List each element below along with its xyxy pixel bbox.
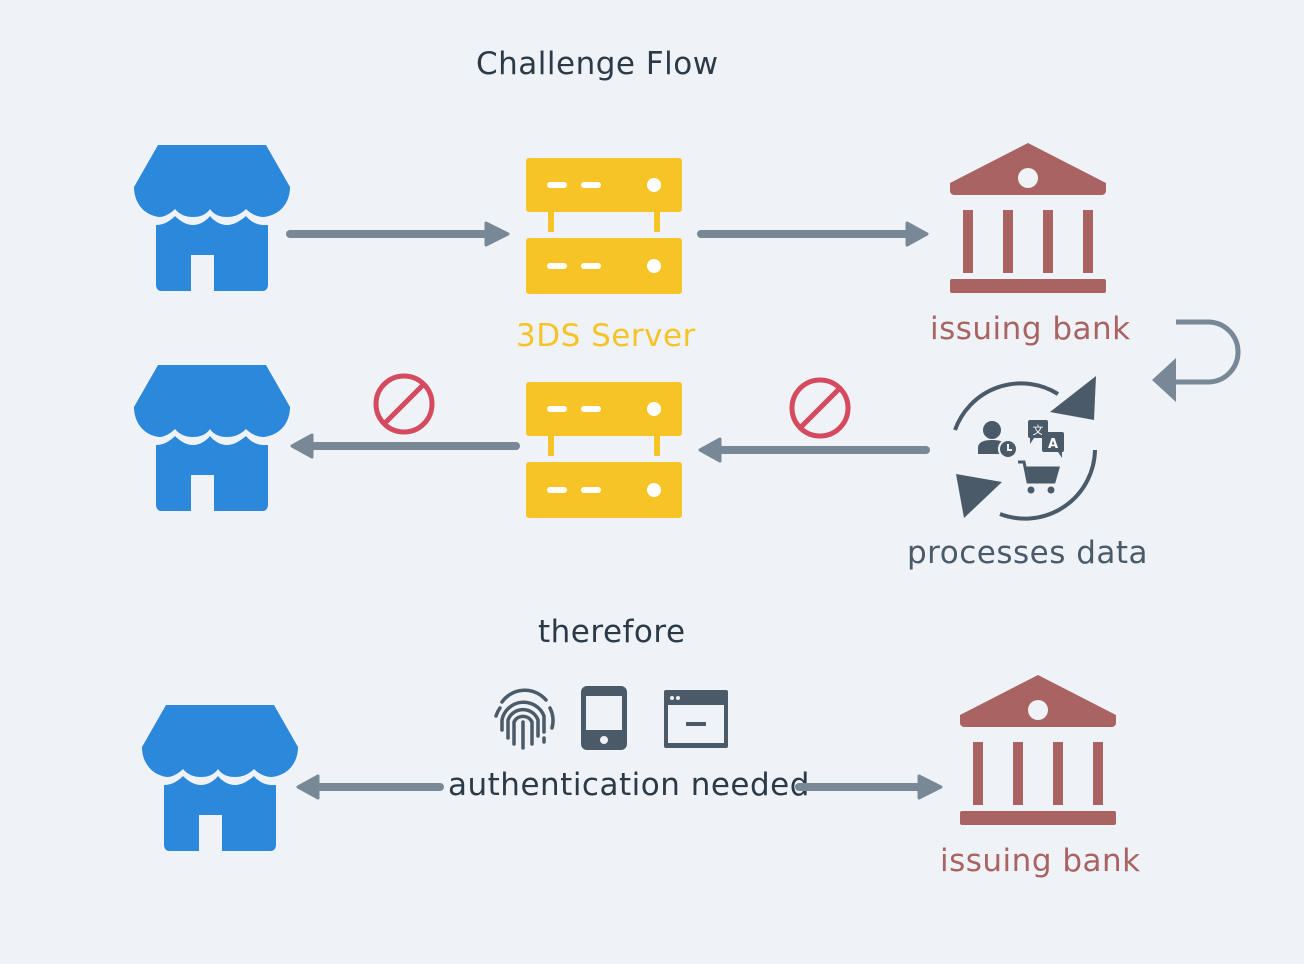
bank-label-top: issuing bank bbox=[930, 311, 1131, 347]
mobile-phone-icon bbox=[581, 686, 627, 750]
return-arrow-icon bbox=[1152, 319, 1241, 402]
arrow-right bbox=[697, 221, 929, 247]
processes-label: processes data bbox=[907, 535, 1149, 571]
arrow-right bbox=[795, 774, 943, 800]
arrow-left bbox=[296, 774, 444, 800]
store-icon bbox=[134, 365, 290, 511]
bank-label-bottom: issuing bank bbox=[940, 843, 1141, 879]
prohibited-icon bbox=[789, 377, 851, 439]
server-label: 3DS Server bbox=[516, 318, 696, 354]
arrow-left bbox=[698, 437, 930, 463]
arrow-right bbox=[286, 221, 510, 247]
browser-window-icon bbox=[664, 690, 728, 748]
store-icon bbox=[142, 705, 298, 851]
fingerprint-icon bbox=[494, 688, 555, 750]
bank-icon bbox=[950, 143, 1106, 293]
bank-icon bbox=[960, 675, 1116, 825]
server-icon bbox=[526, 158, 682, 294]
data-processing-cycle-icon: 文 A bbox=[953, 376, 1097, 521]
server-icon bbox=[526, 382, 682, 518]
diagram-title: Challenge Flow bbox=[476, 46, 719, 82]
svg-text:A: A bbox=[1048, 437, 1058, 452]
auth-label: authentication needed bbox=[448, 767, 810, 803]
prohibited-icon bbox=[373, 373, 435, 435]
svg-text:文: 文 bbox=[1033, 423, 1044, 437]
arrow-left bbox=[290, 433, 520, 459]
therefore-label: therefore bbox=[538, 614, 686, 650]
store-icon bbox=[134, 145, 290, 291]
